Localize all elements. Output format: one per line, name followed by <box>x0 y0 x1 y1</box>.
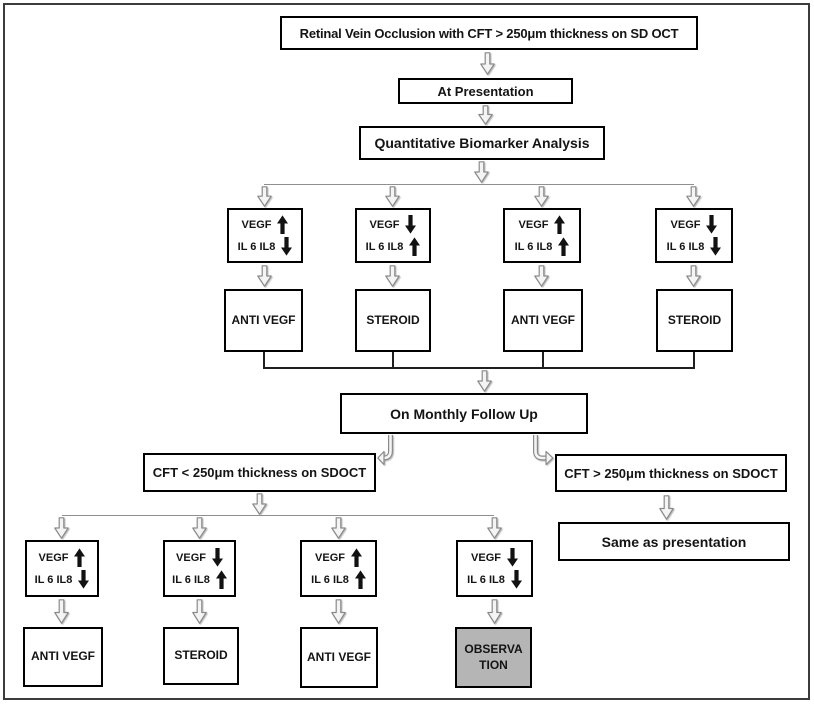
marker-label: VEGF <box>369 218 400 231</box>
node-title: Retinal Vein Occlusion with CFT > 250μm … <box>280 16 698 50</box>
branch-line-followup <box>62 515 494 516</box>
treatment-box: ANTI VEGF <box>23 627 103 687</box>
biomarker-box: VEGF IL 6 IL8 <box>227 208 303 263</box>
marker-label: IL 6 IL8 <box>467 573 505 586</box>
node-cft-low: CFT < 250μm thickness on SDOCT <box>143 453 376 492</box>
down-arrow-icon <box>331 517 346 539</box>
connector-line <box>693 352 695 369</box>
down-arrow-icon <box>487 599 502 624</box>
connector-line <box>392 352 394 369</box>
down-arrow-icon <box>385 186 400 207</box>
trend-arrow-icon <box>409 237 421 256</box>
marker-label: IL 6 IL8 <box>34 573 73 586</box>
down-arrow-icon <box>534 265 549 287</box>
marker-label: IL 6 IL8 <box>311 573 349 586</box>
marker-label: VEGF <box>518 218 549 231</box>
marker-label: IL 6 IL8 <box>172 573 210 586</box>
marker-label: VEGF <box>38 551 69 564</box>
biomarker-box: VEGF IL 6 IL8 <box>355 208 431 263</box>
down-arrow-icon <box>477 370 492 392</box>
marker-label: VEGF <box>670 218 701 231</box>
down-arrow-icon <box>257 265 272 287</box>
treatment-box: STEROID <box>163 627 239 685</box>
down-arrow-icon <box>686 265 701 287</box>
down-arrow-icon <box>480 52 495 75</box>
node-at-presentation: At Presentation <box>398 78 573 104</box>
elbow-left-arrow-icon <box>377 435 395 467</box>
connector-line <box>263 352 265 369</box>
down-arrow-icon <box>659 495 674 520</box>
node-same-as-presentation: Same as presentation <box>558 522 790 561</box>
treatment-box-observation: OBSERVA TION <box>455 627 532 688</box>
down-arrow-icon <box>54 517 69 539</box>
trend-arrow-icon <box>554 215 566 234</box>
trend-arrow-icon <box>710 237 722 256</box>
marker-label: IL 6 IL8 <box>666 240 705 253</box>
trend-arrow-icon <box>211 548 223 567</box>
trend-arrow-icon <box>506 548 518 567</box>
marker-label: IL 6 IL8 <box>365 240 404 253</box>
biomarker-box: VEGF IL 6 IL8 <box>25 540 99 597</box>
node-biomarker-analysis: Quantitative Biomarker Analysis <box>359 126 605 160</box>
trend-arrow-icon <box>405 215 417 234</box>
down-arrow-icon <box>534 186 549 207</box>
elbow-right-arrow-icon <box>532 435 554 467</box>
down-arrow-icon <box>474 161 489 183</box>
node-cft-high: CFT > 250μm thickness on SDOCT <box>555 454 787 492</box>
trend-arrow-icon <box>78 570 90 589</box>
trend-arrow-icon <box>558 237 570 256</box>
trend-arrow-icon <box>277 215 289 234</box>
marker-label: IL 6 IL8 <box>237 240 276 253</box>
converge-line <box>263 367 695 369</box>
treatment-box: ANTI VEGF <box>300 627 378 688</box>
biomarker-box: VEGF IL 6 IL8 <box>655 208 733 263</box>
marker-label: VEGF <box>241 218 272 231</box>
treatment-box: ANTI VEGF <box>503 289 583 352</box>
down-arrow-icon <box>54 599 69 624</box>
trend-arrow-icon <box>510 570 522 589</box>
treatment-box: ANTI VEGF <box>224 289 303 352</box>
biomarker-box: VEGF IL 6 IL8 <box>300 540 377 597</box>
node-monthly-follow-up: On Monthly Follow Up <box>340 393 588 434</box>
down-arrow-icon <box>686 186 701 207</box>
down-arrow-icon <box>192 517 207 539</box>
down-arrow-icon <box>257 186 272 207</box>
down-arrow-icon <box>331 599 346 624</box>
down-arrow-icon <box>192 599 207 624</box>
trend-arrow-icon <box>354 570 366 589</box>
trend-arrow-icon <box>706 215 718 234</box>
marker-label: VEGF <box>471 551 501 564</box>
trend-arrow-icon <box>350 548 362 567</box>
trend-arrow-icon <box>74 548 86 567</box>
connector-line <box>542 352 544 369</box>
trend-arrow-icon <box>281 237 293 256</box>
down-arrow-icon <box>252 493 267 515</box>
treatment-box: STEROID <box>355 289 431 352</box>
marker-label: VEGF <box>315 551 345 564</box>
biomarker-box: VEGF IL 6 IL8 <box>456 540 533 597</box>
marker-label: IL 6 IL8 <box>514 240 553 253</box>
treatment-box: STEROID <box>656 289 733 352</box>
down-arrow-icon <box>385 265 400 287</box>
down-arrow-icon <box>478 105 493 125</box>
biomarker-box: VEGF IL 6 IL8 <box>163 540 236 597</box>
branch-line-presentation <box>264 184 694 185</box>
biomarker-box: VEGF IL 6 IL8 <box>503 208 581 263</box>
marker-label: VEGF <box>176 551 206 564</box>
down-arrow-icon <box>487 517 502 539</box>
trend-arrow-icon <box>215 570 227 589</box>
